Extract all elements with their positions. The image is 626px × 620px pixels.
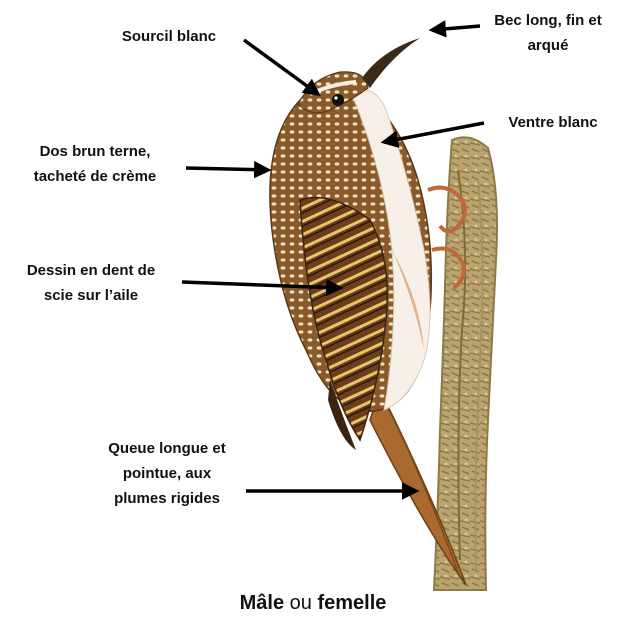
label-dos: Dos brun terne, tacheté de crème bbox=[10, 139, 180, 189]
arrow-bec bbox=[432, 26, 480, 30]
label-line: tacheté de crème bbox=[10, 164, 180, 189]
label-line: Sourcil blanc bbox=[104, 24, 234, 49]
label-queue: Queue longue et pointue, aux plumes rigi… bbox=[92, 436, 242, 511]
caption-male: Mâle bbox=[240, 592, 284, 614]
label-line: arqué bbox=[478, 33, 618, 58]
label-line: Ventre blanc bbox=[488, 110, 618, 135]
arrow-dent bbox=[182, 282, 340, 288]
label-sourcil-blanc: Sourcil blanc bbox=[104, 24, 234, 49]
arrow-sourcil bbox=[244, 40, 318, 94]
label-line: Dessin en dent de bbox=[6, 258, 176, 283]
label-dent-de-scie: Dessin en dent de scie sur l’aile bbox=[6, 258, 176, 308]
label-line: Queue longue et bbox=[92, 436, 242, 461]
label-line: Bec long, fin et bbox=[478, 8, 618, 33]
label-bec: Bec long, fin et arqué bbox=[478, 8, 618, 58]
label-line: pointue, aux bbox=[92, 461, 242, 486]
caption-femelle: femelle bbox=[317, 592, 386, 614]
label-ventre-blanc: Ventre blanc bbox=[488, 110, 618, 135]
label-line: plumes rigides bbox=[92, 486, 242, 511]
label-line: Dos brun terne, bbox=[10, 139, 180, 164]
arrow-dos bbox=[186, 168, 268, 170]
label-line: scie sur l’aile bbox=[6, 283, 176, 308]
arrow-ventre bbox=[384, 123, 484, 142]
caption: Mâle ou femelle bbox=[0, 592, 626, 615]
caption-ou: ou bbox=[290, 592, 312, 614]
